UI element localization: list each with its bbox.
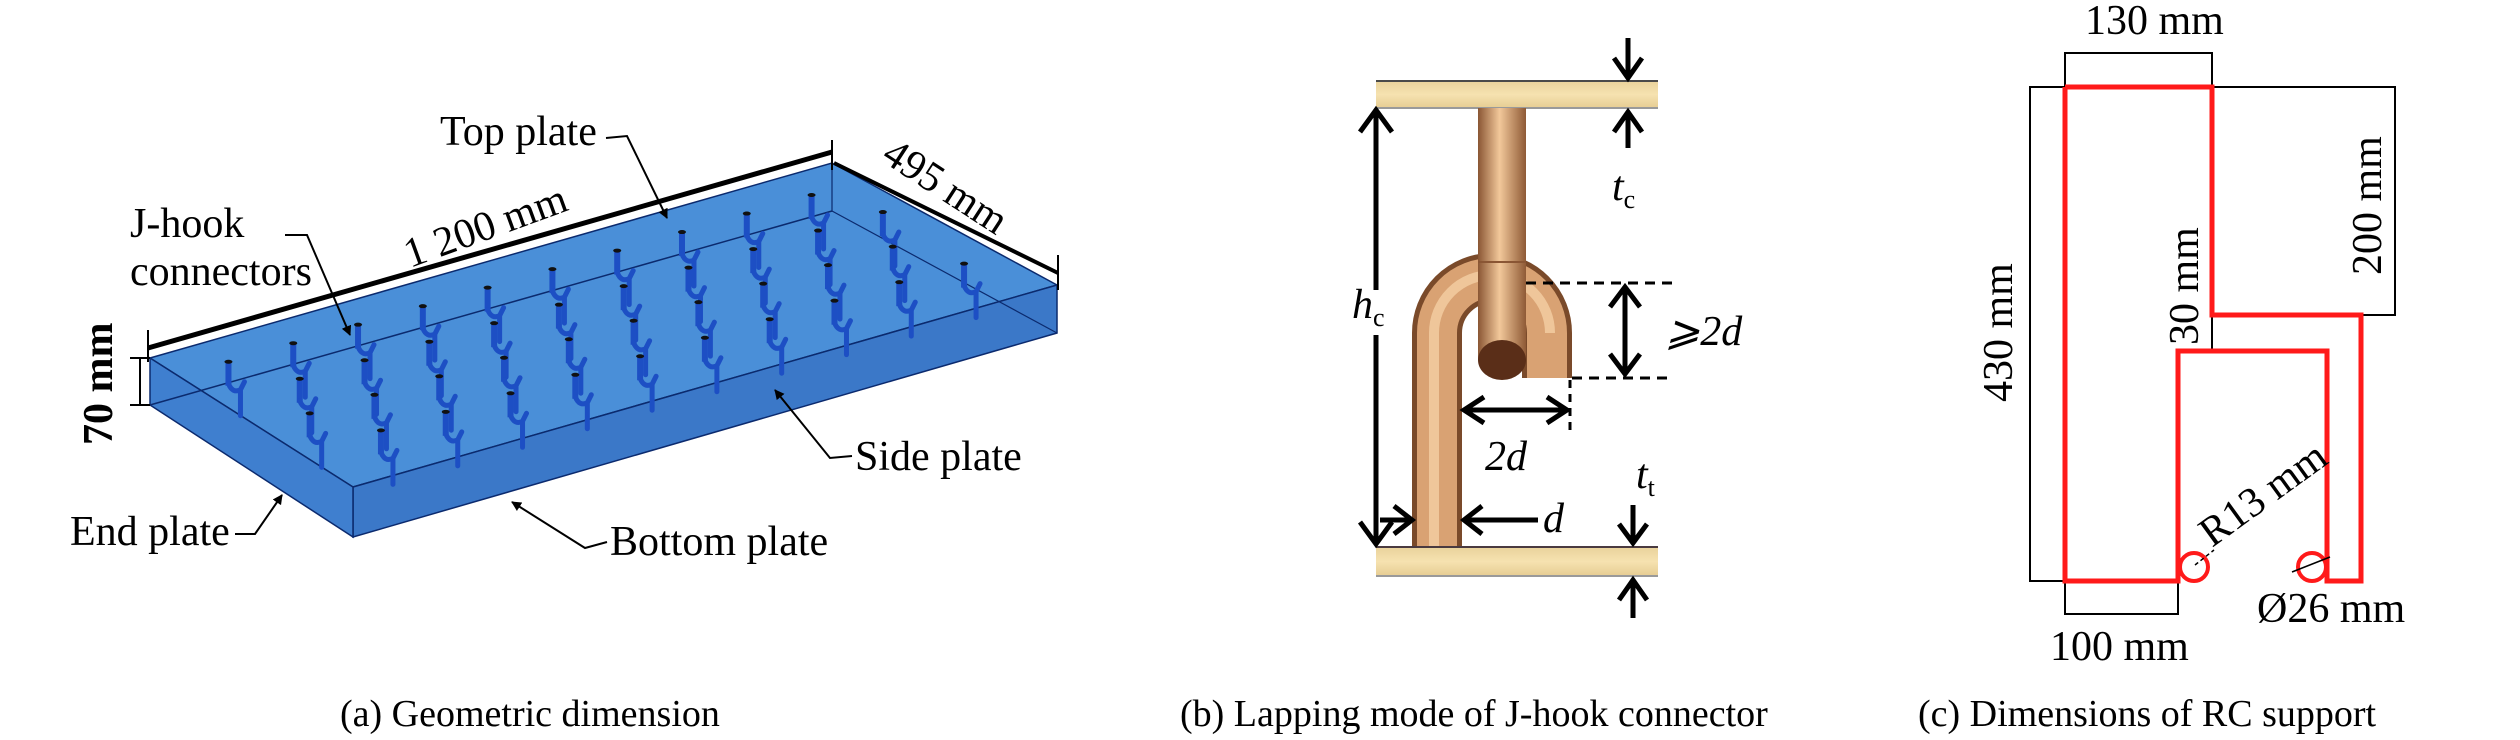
bottom-width-bracket (2064, 581, 2179, 615)
gap-height-label: 30 mm (2162, 227, 2208, 345)
j-hook-connector (224, 359, 247, 419)
gap-label: 2d (1485, 434, 1528, 480)
j-hook-connector (305, 411, 329, 470)
j-hook-connector (700, 335, 724, 395)
width-dimension-line (833, 161, 1059, 275)
total-height-bracket (2029, 86, 2065, 582)
upper-rod-end (1478, 340, 1526, 380)
side-plate-label: Side plate (855, 434, 1022, 480)
j-hook-label-line1: J-hook (130, 201, 244, 247)
tc-arrow-bottom-head (1611, 107, 1645, 134)
radius-label: R13 mm (2191, 433, 2336, 556)
j-hook-connector (370, 392, 393, 452)
j-hook-connector (636, 354, 659, 413)
j-hook-connector (289, 341, 312, 400)
j-hook-connector (823, 263, 847, 322)
side-plate-leader (774, 389, 853, 460)
overlap-arrow-up (1608, 282, 1642, 309)
tc-arrow-top-head (1611, 56, 1645, 83)
panel-c: 130 mm 430 mm 200 mm 30 mm 100 mm R13 mm… (1918, 0, 2406, 735)
step-height-bracket (2212, 86, 2396, 316)
hc-label-main: h (1352, 282, 1373, 328)
d-arrow-right-head (1459, 504, 1484, 536)
j-hook-connector (376, 428, 400, 487)
box-end-face (149, 356, 354, 539)
j-hook-connector (354, 322, 377, 382)
gap-arrow-left (1459, 394, 1486, 426)
j-hook-connector (506, 391, 530, 450)
tt-label-main: t (1636, 452, 1649, 498)
bottom-plate (1376, 547, 1658, 576)
rebar-circle-left (2178, 551, 2210, 583)
hc-label: hc (1352, 282, 1385, 332)
j-hook-connector (694, 300, 717, 359)
panel-a: Top plate J-hook connectors 1 200 mm 495… (70, 109, 1059, 735)
top-width-label: 130 mm (2085, 0, 2224, 44)
end-plate-label: End plate (70, 509, 230, 555)
j-hook-label-line2: connectors (130, 249, 312, 295)
caption-c: (c) Dimensions of RC support (1918, 693, 2377, 735)
end-plate-leader (235, 494, 283, 535)
step-height-label: 200 mm (2345, 136, 2391, 275)
box-inner-line (831, 210, 1058, 334)
length-dimension-line (147, 149, 833, 351)
caption-b: (b) Lapping mode of J-hook connector (1180, 693, 1768, 735)
d-arrow-left-head (1392, 504, 1417, 536)
diameter-label: Ø26 mm (2257, 586, 2406, 632)
j-hook-connector (677, 230, 701, 289)
j-hook-connector (483, 285, 507, 345)
top-plate (1376, 81, 1658, 108)
overlap-arrow-down (1608, 352, 1642, 379)
bottom-width-label: 100 mm (2050, 624, 2189, 670)
j-hook-connector (960, 261, 983, 321)
top-plate-leader (605, 134, 668, 219)
j-hook-connector (418, 304, 442, 363)
hc-arrow-down (1357, 520, 1395, 549)
box-inner-line (149, 210, 833, 406)
bottom-plate-leader (511, 501, 608, 550)
bottom-plate-label: Bottom plate (610, 519, 828, 565)
j-hook-connector (830, 298, 853, 358)
hc-arrow-up (1357, 105, 1395, 134)
j-hook-connector (571, 372, 594, 432)
j-hook-connector (759, 281, 782, 341)
j-hook-leader (285, 234, 352, 336)
tt-label: tt (1636, 452, 1656, 502)
tt-arrow-top-head (1616, 522, 1650, 548)
d-label: d (1543, 496, 1565, 542)
j-hook-connector (742, 211, 766, 271)
j-hook-connector (500, 355, 523, 415)
j-hook-connector (765, 317, 789, 376)
j-hook-connector (629, 318, 653, 378)
height-label: 70 mm (76, 323, 122, 445)
j-hook-connector (807, 193, 831, 252)
rc-support-outline (2062, 84, 2364, 584)
caption-a: (a) Geometric dimension (340, 693, 720, 735)
tt-arrow-bottom-head (1616, 575, 1650, 602)
upper-rod (1478, 108, 1526, 360)
total-height-label: 430 mm (1976, 263, 2022, 402)
j-hook-connector (441, 409, 465, 469)
overlap-label: ⩾2d (1665, 309, 1743, 355)
hc-label-sub: c (1373, 303, 1385, 332)
j-hook-connector (548, 267, 571, 326)
panel-b: hc tc ⩾2d 2d d tt (1180, 38, 1768, 735)
diameter-leader (2291, 556, 2331, 573)
tc-label-main: t (1612, 164, 1625, 210)
rebar-circle-right (2296, 551, 2328, 583)
j-hook-connector (895, 280, 918, 339)
gap-arrow-right (1545, 394, 1572, 426)
top-width-bracket (2064, 52, 2213, 87)
j-hook-connector (613, 248, 636, 308)
tc-label-sub: c (1624, 185, 1636, 214)
j-hook-connector (888, 244, 912, 304)
tt-label-sub: t (1648, 473, 1656, 502)
j-hook-connector-array (224, 193, 983, 487)
top-plate-label: Top plate (440, 109, 597, 155)
j-hook-connector (564, 337, 588, 396)
tc-label: tc (1612, 164, 1635, 214)
j-hook-connector (435, 374, 458, 433)
